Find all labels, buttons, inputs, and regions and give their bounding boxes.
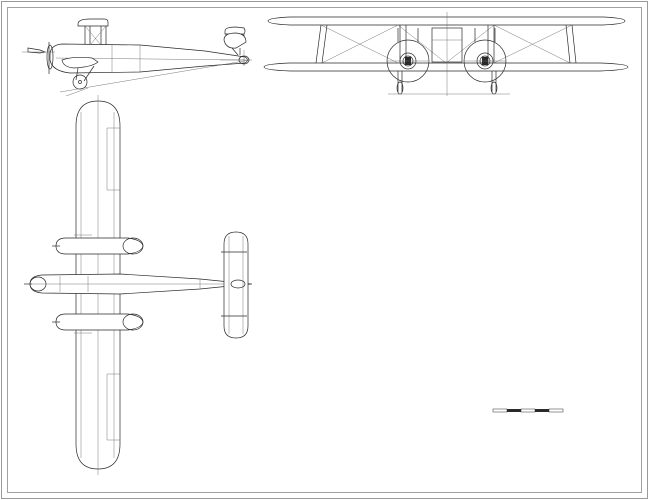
scale-bar — [492, 408, 564, 413]
front-view — [263, 12, 629, 96]
top-view — [24, 95, 253, 475]
side-view — [22, 18, 252, 97]
inner-border — [7, 7, 642, 493]
